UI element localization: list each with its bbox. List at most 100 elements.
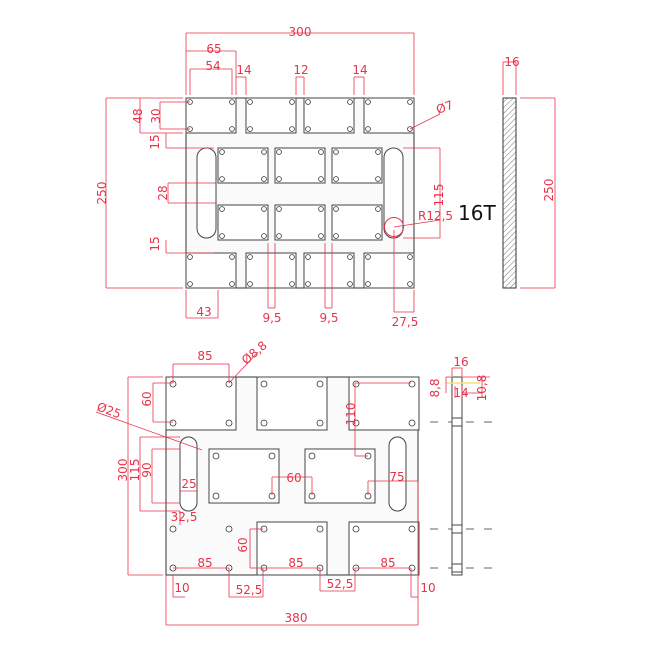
mount-hole-icon	[318, 176, 324, 182]
bottom-plate-view	[165, 376, 420, 576]
mount-hole-icon	[318, 233, 324, 239]
dim-27-5: 27,5	[392, 315, 419, 329]
mount-pad	[185, 252, 237, 289]
mount-hole-icon	[305, 281, 311, 287]
dim-15b: 15	[148, 236, 162, 251]
mount-hole-icon	[375, 206, 381, 212]
mount-hole-icon	[375, 176, 381, 182]
dimension-line	[95, 411, 203, 451]
mount-hole-icon	[352, 419, 360, 427]
dimension-line	[228, 351, 259, 384]
dim-25: 25	[181, 477, 196, 491]
mount-hole-icon	[365, 126, 371, 132]
dim-250: 250	[95, 182, 109, 205]
dimension-line	[393, 219, 441, 228]
mount-hole-icon	[260, 380, 268, 388]
top-side-profile	[502, 97, 517, 289]
dim-9-5b: 9,5	[319, 311, 338, 325]
mount-hole-icon	[408, 380, 416, 388]
mount-hole-icon	[316, 419, 324, 427]
mount-hole-icon	[212, 492, 220, 500]
dim-43: 43	[196, 305, 211, 319]
dimension-line	[409, 113, 441, 130]
mount-hole-icon	[225, 525, 233, 533]
mount-hole-icon	[316, 380, 324, 388]
mount-hole-icon	[352, 380, 360, 388]
mount-hole-icon	[225, 419, 233, 427]
dim-12: 12	[293, 63, 308, 77]
dim-300: 300	[116, 459, 130, 482]
dim-52-5a: 52,5	[236, 583, 263, 597]
dim-60c: 60	[236, 537, 250, 552]
mount-pad	[256, 521, 328, 576]
mount-hole-icon	[276, 176, 282, 182]
mount-hole-icon	[229, 126, 235, 132]
mount-hole-icon	[333, 233, 339, 239]
mount-hole-icon	[261, 176, 267, 182]
dim-52-5b: 52,5	[327, 577, 354, 591]
mount-hole-icon	[407, 281, 413, 287]
dim-r12-5: R12,5	[418, 209, 453, 223]
mount-hole-icon	[187, 254, 193, 260]
mount-pad	[363, 252, 415, 289]
mount-hole-icon	[268, 452, 276, 460]
mount-pad	[245, 97, 297, 134]
mount-pad	[303, 252, 355, 289]
dim-85a: 85	[197, 556, 212, 570]
dim-side-16: 16	[504, 55, 519, 69]
dim-54: 54	[205, 59, 220, 73]
mount-hole-icon	[347, 281, 353, 287]
dim-15a: 15	[148, 134, 162, 149]
dim-8-8: 8,8	[428, 378, 442, 397]
dim-14a: 14	[236, 63, 251, 77]
slot-right	[388, 436, 407, 512]
mount-hole-icon	[219, 233, 225, 239]
mount-hole-icon	[352, 525, 360, 533]
mount-hole-icon	[276, 233, 282, 239]
mount-hole-icon	[229, 281, 235, 287]
dim-85-top: 85	[197, 349, 212, 363]
mount-hole-icon	[289, 126, 295, 132]
mount-hole-icon	[261, 149, 267, 155]
mount-hole-icon	[365, 99, 371, 105]
mount-hole-icon	[247, 99, 253, 105]
slot-left	[196, 147, 217, 239]
mount-pad	[304, 448, 376, 504]
mount-hole-icon	[289, 281, 295, 287]
dim-110: 110	[344, 403, 358, 426]
dim-10a: 10	[174, 581, 189, 595]
mount-hole-icon	[347, 99, 353, 105]
mount-hole-icon	[333, 206, 339, 212]
mount-hole-icon	[212, 452, 220, 460]
mount-hole-icon	[305, 254, 311, 260]
dim-300: 300	[289, 25, 312, 39]
dim-85b: 85	[288, 556, 303, 570]
mount-pad	[331, 204, 383, 241]
mount-hole-icon	[229, 254, 235, 260]
mount-hole-icon	[347, 254, 353, 260]
mount-hole-icon	[260, 419, 268, 427]
mount-hole-icon	[261, 233, 267, 239]
dim-60b: 60	[286, 471, 301, 485]
dim-10b: 10	[420, 581, 435, 595]
slot-right	[383, 147, 404, 239]
mount-hole-icon	[247, 254, 253, 260]
dim-hole-8-8: Ø8,8	[239, 338, 270, 367]
mount-pad	[217, 204, 269, 241]
mount-pad	[331, 147, 383, 184]
dim-60a: 60	[140, 391, 154, 406]
dim-14: 14	[453, 386, 468, 400]
mount-hole-icon	[365, 254, 371, 260]
dim-side-250: 250	[542, 179, 556, 202]
mount-hole-icon	[316, 525, 324, 533]
thickness-label: 16T	[458, 201, 496, 225]
mount-pad	[274, 204, 326, 241]
dim-75: 75	[389, 470, 404, 484]
mount-hole-icon	[219, 149, 225, 155]
dim-14b: 14	[352, 63, 367, 77]
mount-hole-icon	[276, 149, 282, 155]
mount-hole-icon	[375, 149, 381, 155]
dimension-lines	[95, 32, 556, 626]
dim-380: 380	[285, 611, 308, 625]
